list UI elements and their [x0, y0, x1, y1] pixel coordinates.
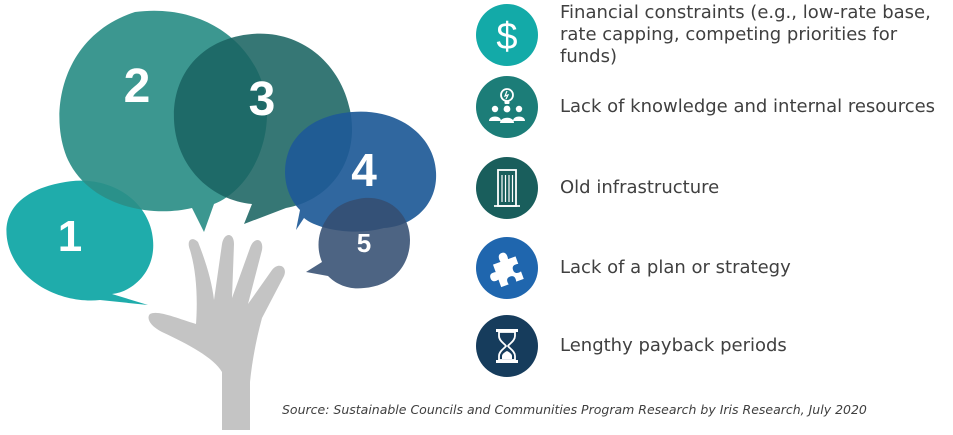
building-icon — [494, 169, 520, 207]
barrier-icon-circle — [476, 157, 538, 219]
bubble-4: 4 — [285, 111, 437, 232]
barrier-item-plan: Lack of a plan or strategy — [476, 236, 791, 300]
people-lightbulb-icon — [489, 88, 525, 123]
barrier-label: Financial constraints (e.g., low-rate ba… — [560, 2, 931, 67]
bubble-1: 1 — [6, 180, 154, 305]
svg-text:$: $ — [496, 16, 517, 57]
barrier-icon-circle — [476, 237, 538, 299]
barrier-item-infrastructure: Old infrastructure — [476, 156, 719, 220]
hourglass-icon — [496, 329, 518, 363]
barrier-item-financial: $ Financial constraints (e.g., low-rate … — [476, 2, 953, 67]
bubble-5-number: 5 — [357, 228, 371, 258]
puzzle-piece-icon — [490, 252, 524, 288]
barrier-icon-circle — [476, 76, 538, 138]
tree-of-bubbles-illustration: 1 2 3 4 5 — [6, 10, 437, 430]
barrier-label: Old infrastructure — [560, 177, 720, 198]
barrier-item-payback: Lengthy payback periods — [476, 314, 787, 378]
barrier-item-knowledge: Lack of knowledge and internal resources — [476, 75, 935, 139]
source-note: Source: Sustainable Councils and Communi… — [282, 402, 867, 417]
barrier-label: Lengthy payback periods — [560, 335, 787, 356]
bubble-1-number: 1 — [58, 212, 82, 261]
barrier-label: Lack of knowledge and internal resources — [560, 96, 936, 117]
barrier-icon-circle: $ — [476, 4, 538, 66]
barrier-icon-circle — [476, 315, 538, 377]
barrier-label: Lack of a plan or strategy — [560, 257, 791, 278]
bubble-5: 5 — [306, 197, 410, 289]
bubble-4-number: 4 — [351, 144, 377, 196]
hand-trunk — [148, 235, 285, 430]
bubble-3-number: 3 — [249, 73, 276, 126]
dollar-icon: $ — [496, 16, 517, 57]
bubble-2-number: 2 — [124, 60, 151, 113]
